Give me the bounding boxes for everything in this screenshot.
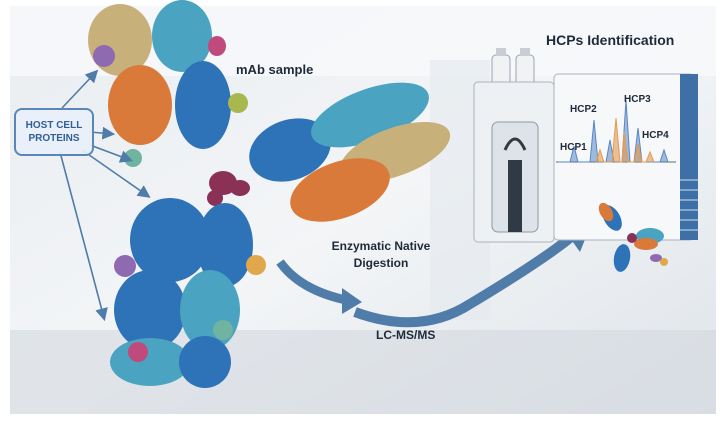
lcmsms-arrow [353, 234, 574, 328]
digestion-label-line1: Enzymatic Native [331, 239, 431, 253]
antibody-lower-region [110, 198, 266, 388]
host-cell-proteins-line2: PROTEINS [28, 133, 80, 144]
chromatogram-trace-orange [595, 117, 655, 163]
hcps-identification-title: HCPs Identification [546, 32, 675, 48]
antibody-hinge [207, 171, 250, 206]
peak-label-hcp4: HCP4 [642, 130, 669, 141]
lcmsms-label: LC-MS/MS [376, 328, 436, 342]
digestion-label: Enzymatic Native Digestion [316, 238, 446, 272]
mab-icon [598, 202, 668, 272]
peak-label-hcp3: HCP3 [624, 94, 651, 105]
peak-label-hcp2: HCP2 [570, 104, 597, 115]
host-cell-proteins-line1: HOST CELL [25, 120, 83, 131]
chromatogram [556, 99, 676, 163]
solvent-bottle-right [515, 54, 535, 86]
mab-sample-label: mAb sample [236, 62, 314, 77]
peak-label-hcp1: HCP1 [560, 142, 587, 153]
solvent-bottle-left [491, 54, 511, 86]
antibody-right-arm [249, 82, 451, 222]
antibody-upper-arm [88, 0, 248, 167]
digestion-label-line2: Digestion [353, 256, 409, 270]
digestion-arrow [276, 259, 347, 305]
host-cell-proteins-box: HOST CELL PROTEINS [14, 108, 94, 156]
